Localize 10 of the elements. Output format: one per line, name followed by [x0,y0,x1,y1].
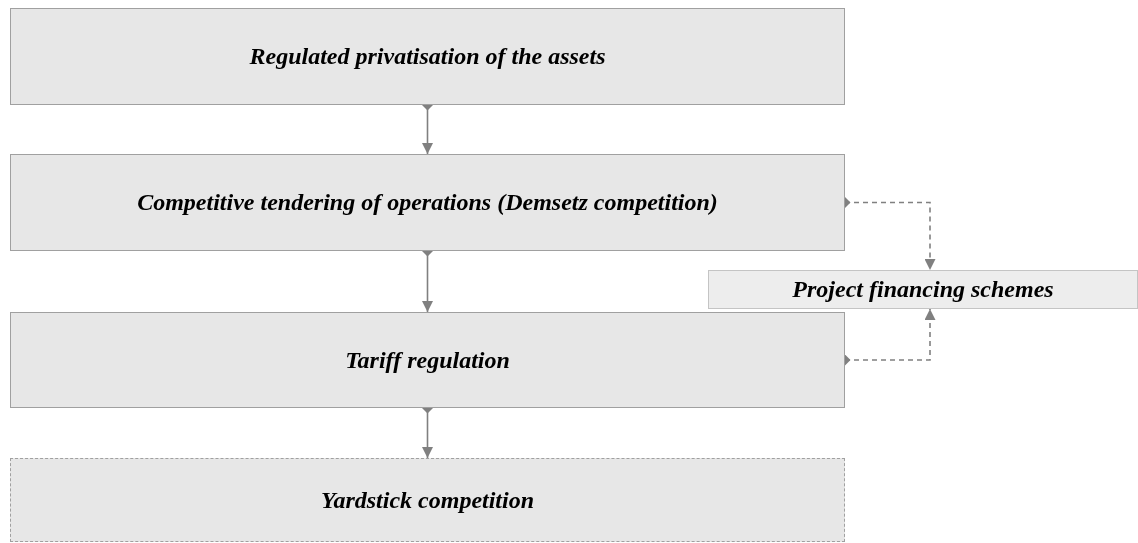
box-label: Yardstick competition [320,486,535,514]
process-box [10,8,845,105]
box-label: Regulated privatisation of the assets [249,43,606,70]
box-label: Project financing schemes [792,276,1054,303]
process-box [10,312,845,408]
box-label: Tariff regulation [345,346,510,374]
process-box [10,154,845,251]
process-box [708,270,1138,309]
process-box [10,458,845,542]
box-label: Competitive tendering of operations (Demsetz competition) [137,189,718,216]
